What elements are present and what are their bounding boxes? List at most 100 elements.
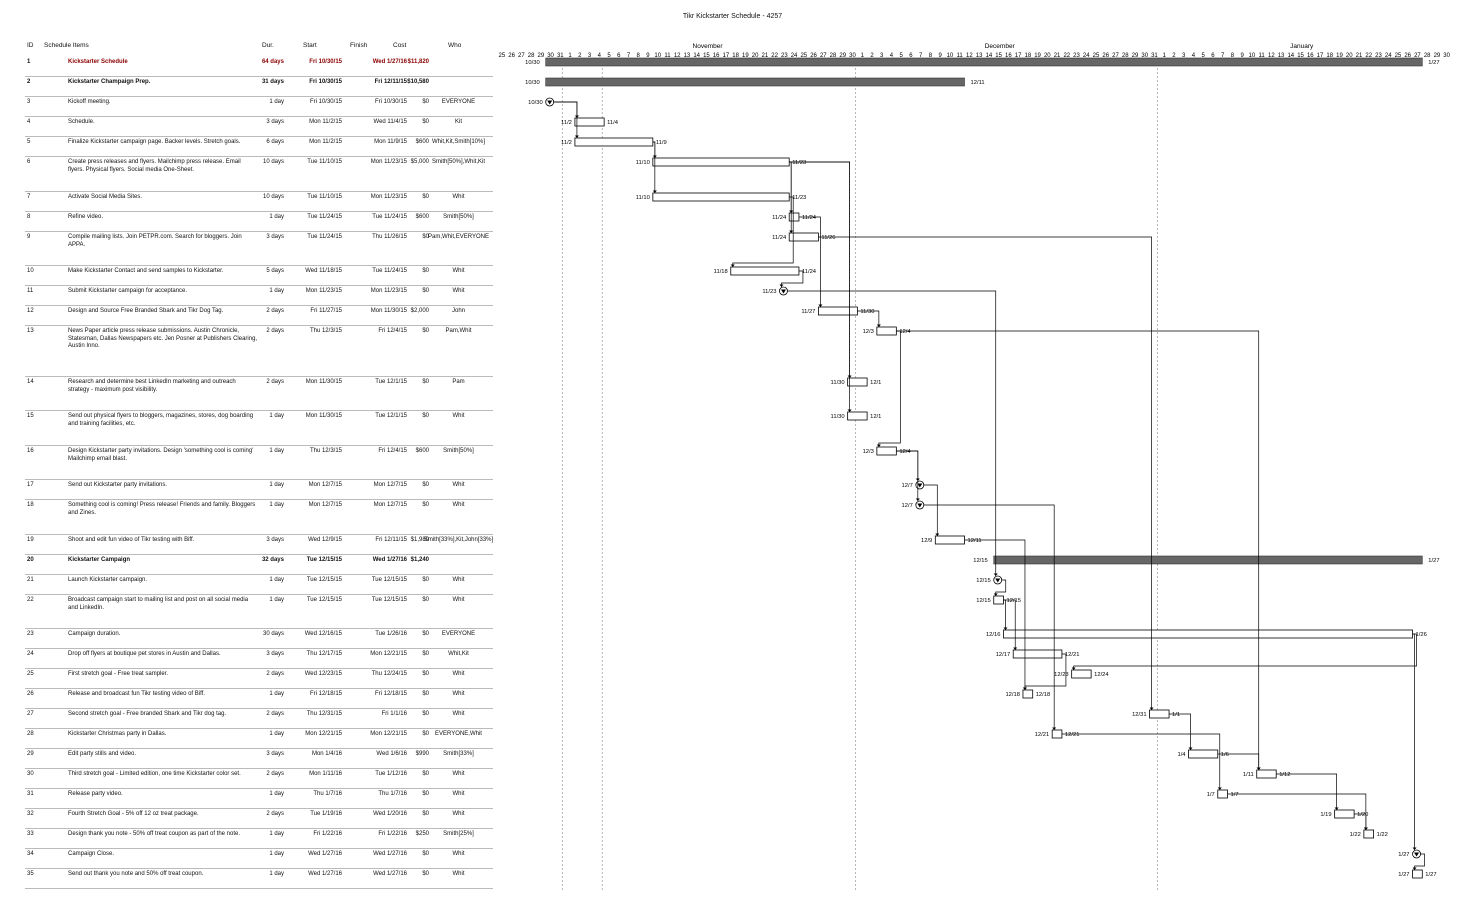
summary-bar bbox=[545, 57, 1423, 67]
task-id: 10 bbox=[27, 268, 34, 274]
day-label: 5 bbox=[1201, 53, 1205, 59]
day-label: 9 bbox=[646, 53, 650, 59]
task-name: First stretch goal - Free treat sampler. bbox=[68, 671, 169, 677]
finish-date-label: 11/9 bbox=[656, 140, 667, 146]
task-bar bbox=[652, 157, 790, 167]
dependency-link bbox=[923, 504, 1055, 730]
task-name: Shoot and edit fun video of Tikr testing… bbox=[68, 537, 195, 543]
day-label: 23 bbox=[781, 53, 788, 59]
task-finish: Thu 11/26/15 bbox=[372, 234, 407, 240]
task-start: Mon 12/7/15 bbox=[308, 482, 342, 488]
task-dur: 1 day bbox=[269, 791, 284, 797]
task-name: Send out thank you note and 50% off trea… bbox=[68, 871, 204, 877]
day-label: 13 bbox=[684, 53, 691, 59]
task-cost: $11,820 bbox=[407, 59, 429, 65]
task-cost: $0 bbox=[422, 711, 429, 717]
dependency-link bbox=[652, 141, 656, 193]
task-finish: Fri 1/1/16 bbox=[381, 711, 407, 717]
task-dur: 5 days bbox=[266, 268, 284, 274]
day-label: 13 bbox=[1278, 53, 1285, 59]
header-finish: Finish bbox=[350, 42, 368, 49]
finish-date-label: 11/24 bbox=[802, 215, 817, 221]
task-name: Kickoff meeting. bbox=[68, 99, 111, 105]
task-cost: $0 bbox=[422, 119, 429, 125]
task-dur: 1 day bbox=[269, 448, 284, 454]
day-label: 14 bbox=[693, 53, 700, 59]
finish-date-label: 1/27 bbox=[1428, 60, 1439, 66]
dependency-arrow bbox=[1334, 807, 1339, 810]
task-who: Pam bbox=[452, 379, 465, 385]
day-label: 5 bbox=[900, 53, 904, 59]
day-label: 6 bbox=[909, 53, 913, 59]
day-label: 22 bbox=[1365, 53, 1372, 59]
task-id: 32 bbox=[27, 811, 34, 817]
task-bar bbox=[876, 326, 897, 336]
task-name: Send out physical flyers to bloggers, ma… bbox=[68, 413, 254, 427]
task-start: Wed 12/16/15 bbox=[304, 631, 342, 637]
task-dur: 3 days bbox=[266, 234, 284, 240]
task-id: 9 bbox=[27, 234, 31, 240]
dependency-link bbox=[896, 450, 919, 501]
task-dur: 2 days bbox=[266, 811, 284, 817]
task-start: Fri 10/30/15 bbox=[309, 59, 342, 65]
task-id: 22 bbox=[27, 597, 34, 603]
task-bar bbox=[847, 377, 868, 387]
dependency-arrow bbox=[1013, 647, 1018, 650]
day-label: 7 bbox=[919, 53, 923, 59]
day-label: 19 bbox=[742, 53, 749, 59]
task-id: 6 bbox=[27, 159, 31, 165]
task-id: 7 bbox=[27, 194, 31, 200]
task-bar bbox=[1071, 669, 1092, 679]
task-start: Wed 12/23/15 bbox=[304, 671, 342, 677]
task-id: 21 bbox=[27, 577, 34, 583]
task-id: 34 bbox=[27, 851, 34, 857]
task-cost: $0 bbox=[422, 597, 429, 603]
task-id: 27 bbox=[27, 711, 34, 717]
day-label: 29 bbox=[1434, 53, 1441, 59]
task-bar bbox=[818, 306, 858, 316]
dependency-link bbox=[1412, 633, 1415, 850]
task-cost: $10,580 bbox=[407, 79, 429, 85]
dependency-arrow bbox=[1003, 627, 1008, 630]
task-dur: 1 day bbox=[269, 99, 284, 105]
day-label: 28 bbox=[528, 53, 535, 59]
task-dur: 1 day bbox=[269, 851, 284, 857]
task-cost: $0 bbox=[422, 502, 429, 508]
dependency-arrow bbox=[818, 304, 823, 307]
